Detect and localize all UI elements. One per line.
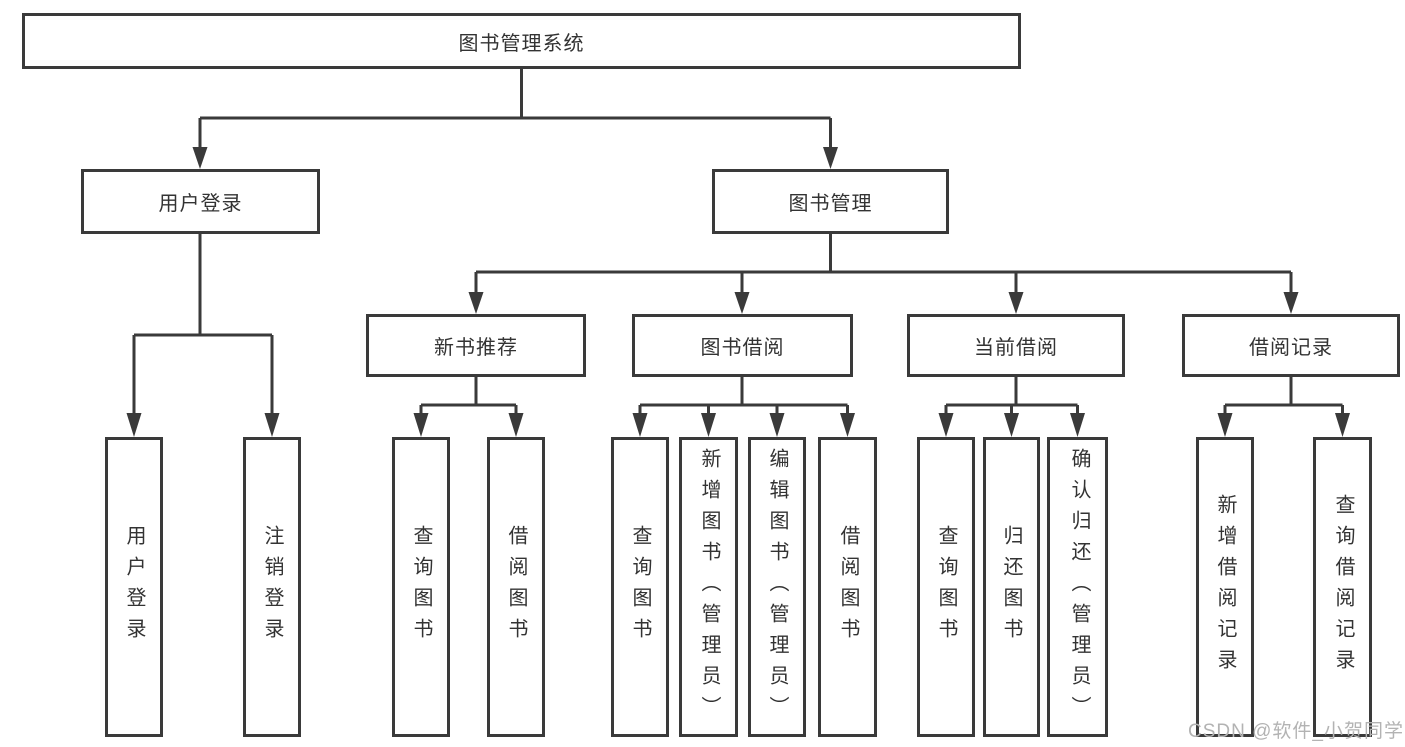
node-label: 图书管理系统: [458, 32, 585, 55]
leaf-return-book: 归还图书: [983, 437, 1040, 737]
leaf-borrow-book-recommend: 借阅图书: [487, 437, 545, 737]
leaf-user-login: 用户登录: [105, 437, 163, 737]
leaf-query-borrow-record: 查询借阅记录: [1313, 437, 1372, 737]
leaf-borrow-book: 借阅图书: [818, 437, 877, 737]
node-label: 图书管理: [788, 193, 873, 215]
leaf-query-book-current: 查询图书: [917, 437, 975, 737]
leaf-query-book-recommend: 查询图书: [392, 437, 450, 737]
leaf-logout: 注销登录: [243, 437, 301, 737]
leaf-query-book: 查询图书: [611, 437, 669, 737]
node-new-book-recommend: 新书推荐: [366, 314, 586, 377]
node-label: 借阅记录: [1249, 337, 1333, 359]
leaf-add-book-admin: 新增图书（管理员）: [679, 437, 738, 737]
node-book-management: 图书管理: [712, 169, 949, 234]
leaf-edit-book-admin: 编辑图书（管理员）: [748, 437, 806, 737]
node-borrow-record: 借阅记录: [1182, 314, 1400, 377]
node-label: 新书推荐: [434, 337, 518, 359]
leaf-add-borrow-record: 新增借阅记录: [1196, 437, 1254, 737]
leaf-confirm-return-admin: 确认归还（管理员）: [1047, 437, 1108, 737]
csdn-watermark: CSDN @软件_小贺同学: [1188, 721, 1404, 742]
node-user-login: 用户登录: [81, 169, 320, 234]
node-label: 用户登录: [158, 193, 243, 215]
node-book-borrow: 图书借阅: [632, 314, 853, 377]
node-system-root: 图书管理系统: [22, 13, 1021, 69]
node-current-borrow: 当前借阅: [907, 314, 1125, 377]
node-label: 图书借阅: [700, 337, 785, 359]
node-label: 当前借阅: [974, 337, 1058, 359]
